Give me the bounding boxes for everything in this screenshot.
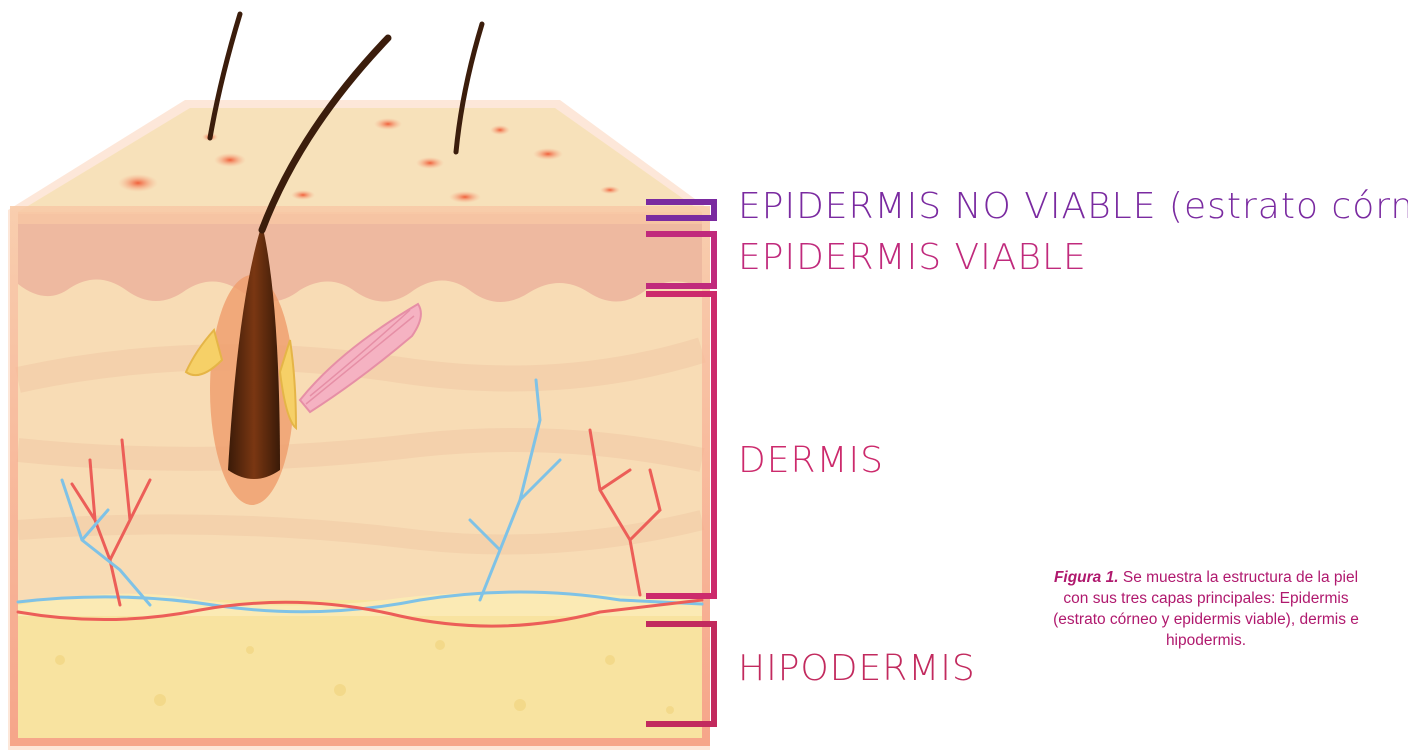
figure-caption: Figura 1. Se muestra la estructura de la… xyxy=(956,567,1408,651)
caption-line: Se muestra la estructura de la piel xyxy=(1119,569,1359,586)
label-hipodermis: HIPODERMIS xyxy=(738,648,976,689)
caption-line: hipodermis. xyxy=(1166,632,1246,649)
caption-line: con sus tres capas principales: Epidermi… xyxy=(1063,590,1348,607)
figure-label: Figura 1. xyxy=(1054,569,1119,586)
label-epidermis-viable: EPIDERMIS VIABLE xyxy=(738,237,1087,278)
hipodermis-layer xyxy=(18,592,702,738)
caption-line: (estrato córneo y epidermis viable), der… xyxy=(1053,611,1359,628)
label-dermis: DERMIS xyxy=(738,440,884,481)
label-epidermis-no-viable: EPIDERMIS NO VIABLE (estrato córneo) xyxy=(738,186,1408,227)
